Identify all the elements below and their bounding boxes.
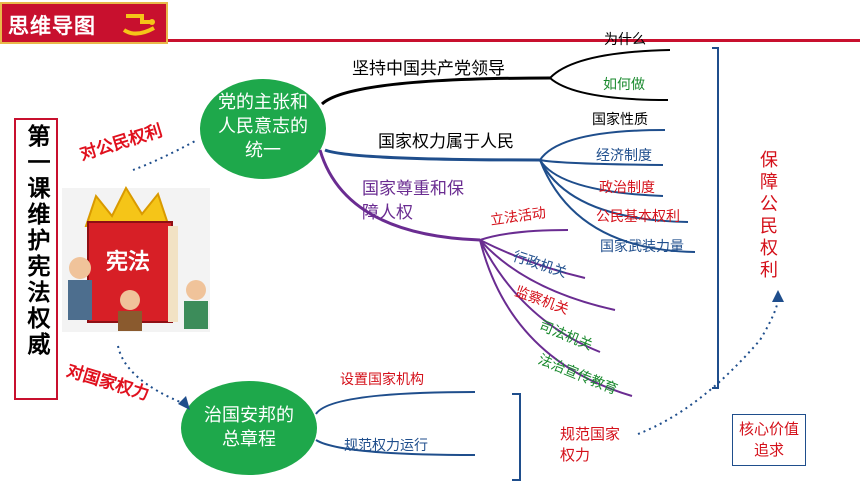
power-rights: 公民基本权利 xyxy=(596,209,680,225)
branch-party: 坚持中国共产党领导 xyxy=(352,59,505,79)
header-title: 思维导图 xyxy=(8,14,96,38)
header-rule xyxy=(168,39,860,42)
header-badge: 思维导图 xyxy=(0,2,168,44)
party-how: 如何做 xyxy=(603,77,645,93)
branch-power: 国家权力属于人民 xyxy=(378,132,514,152)
branch-respect: 国家尊重和保障人权 xyxy=(362,179,464,223)
power-armed: 国家武装力量 xyxy=(600,239,684,255)
bubble-charter-shape xyxy=(181,381,317,475)
party-why: 为什么 xyxy=(604,32,646,48)
bubble-unity-shape xyxy=(200,79,326,179)
branch-regulate: 规范权力运行 xyxy=(344,438,428,454)
power-nature: 国家性质 xyxy=(592,112,648,128)
lesson-title-box: 第一课维护宪法权威 xyxy=(14,118,58,400)
summary-protect-rights: 保障公民权利 xyxy=(757,150,778,282)
branch-organs: 设置国家机构 xyxy=(340,372,424,388)
constitution-illustration xyxy=(62,185,210,332)
power-economy: 经济制度 xyxy=(596,148,652,164)
bubble-charter: 治国安邦的总章程 xyxy=(204,405,294,450)
constitution-label: 宪法 xyxy=(106,250,151,275)
power-politics: 政治制度 xyxy=(599,180,655,196)
core-value-box: 核心价值追求 xyxy=(732,414,806,466)
mind-map-icon xyxy=(122,14,155,36)
core-value: 核心价值追求 xyxy=(738,420,799,459)
summary-standardize-power: 规范国家权力 xyxy=(560,425,621,464)
bubble-unity: 党的主张和人民意志的统一 xyxy=(218,92,308,161)
lesson-title: 第一课维护宪法权威 xyxy=(23,124,49,358)
